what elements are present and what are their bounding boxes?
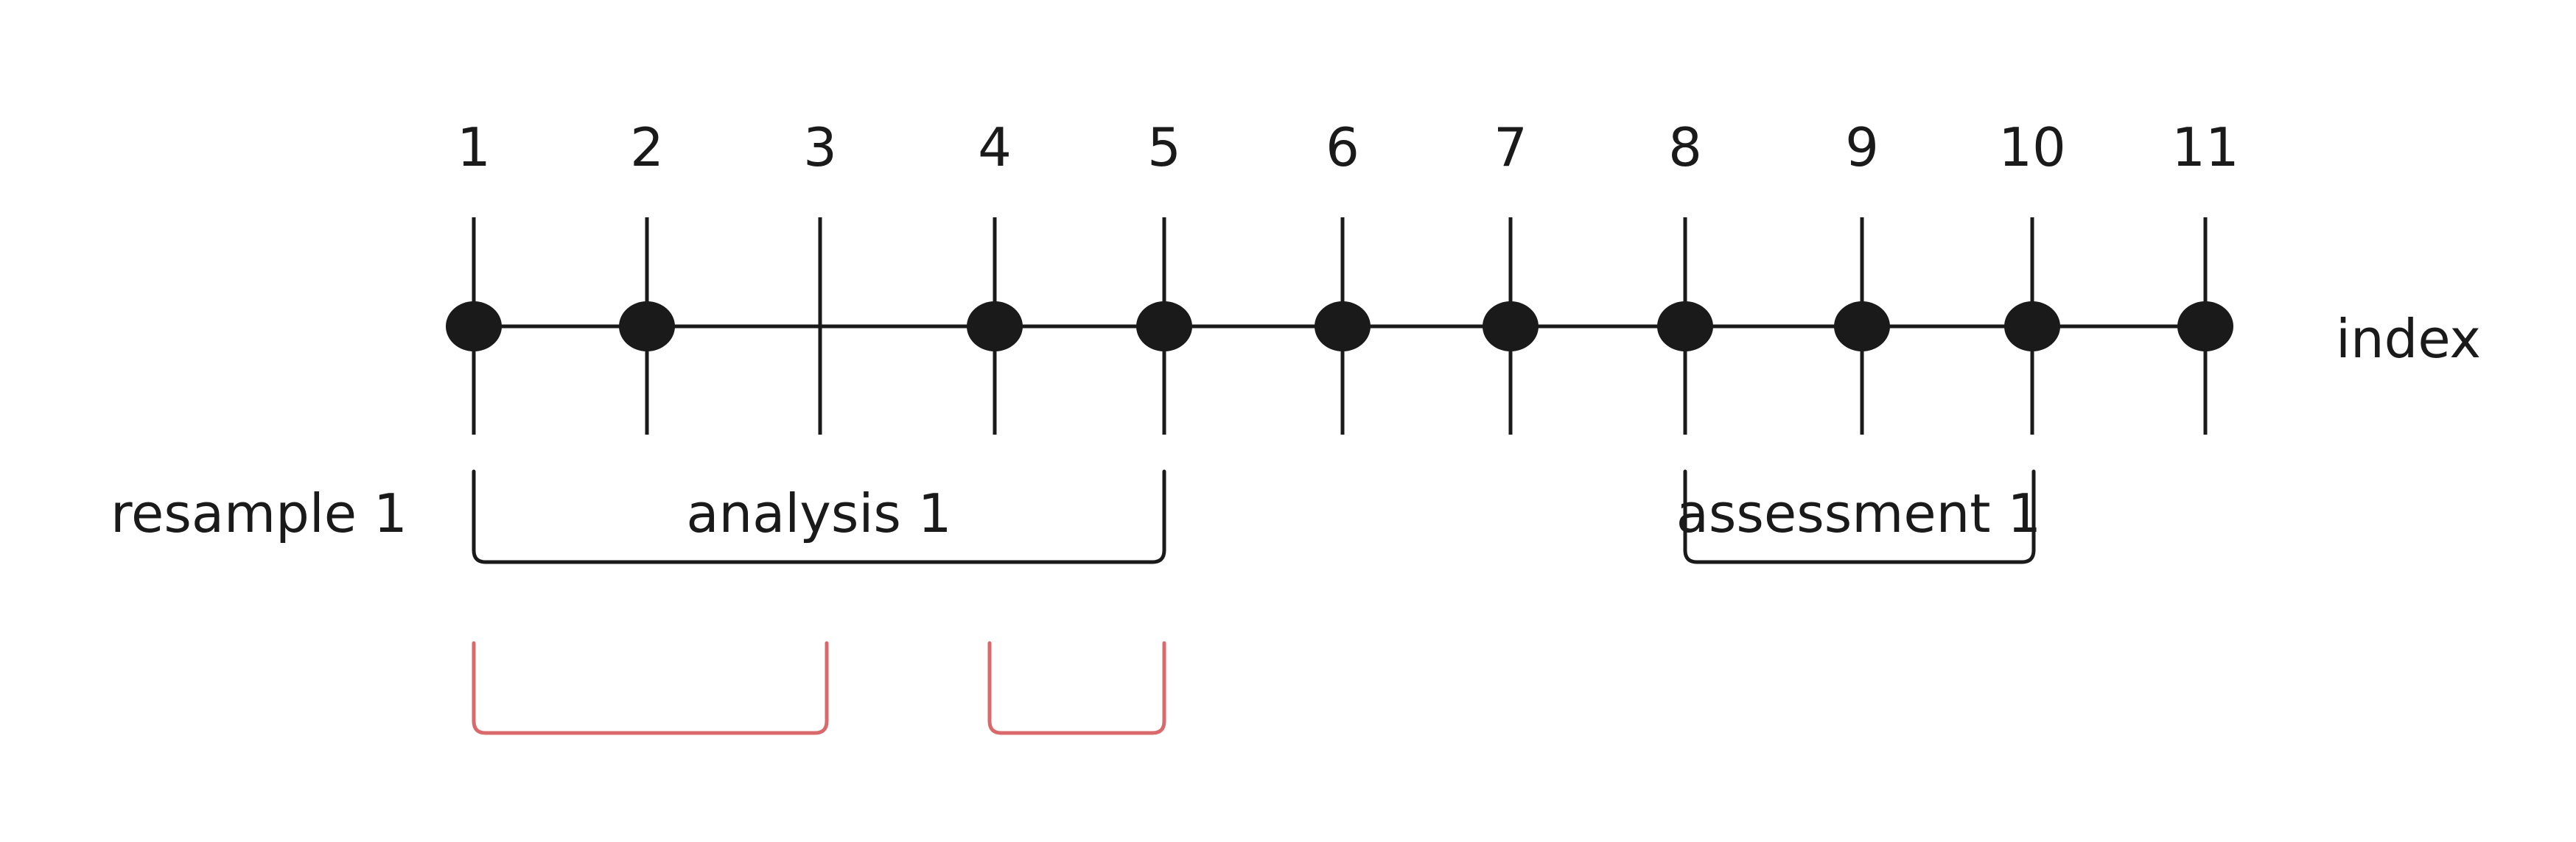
sub-bracket-1 — [472, 641, 829, 735]
tick-label-2: 2 — [630, 116, 664, 178]
tick-label-11: 11 — [2171, 116, 2239, 178]
tick-label-1: 1 — [457, 116, 491, 178]
data-point-9 — [1834, 301, 1890, 351]
tick-label-10: 10 — [1998, 116, 2066, 178]
tick-label-8: 8 — [1668, 116, 1702, 178]
data-point-7 — [1483, 301, 1539, 351]
tick-label-3: 3 — [803, 116, 837, 178]
data-points — [446, 301, 2233, 351]
data-point-5 — [1136, 301, 1192, 351]
sub-brackets — [472, 641, 1166, 735]
data-point-6 — [1315, 301, 1371, 351]
data-point-11 — [2177, 301, 2233, 351]
sub-bracket-2 — [987, 641, 1166, 735]
data-point-1 — [446, 301, 502, 351]
tick-labels: 1 2 3 4 5 6 7 8 9 10 11 — [457, 116, 2239, 178]
data-point-2 — [619, 301, 675, 351]
tick-label-4: 4 — [978, 116, 1012, 178]
tick-label-6: 6 — [1326, 116, 1359, 178]
analysis-bracket — [472, 469, 1166, 564]
tick-label-5: 5 — [1147, 116, 1181, 178]
analysis-label: analysis 1 — [686, 483, 951, 544]
data-point-4 — [967, 301, 1023, 351]
resample-label: resample 1 — [111, 483, 407, 544]
tick-label-7: 7 — [1494, 116, 1527, 178]
data-point-8 — [1657, 301, 1713, 351]
data-point-10 — [2004, 301, 2060, 351]
tick-label-9: 9 — [1845, 116, 1879, 178]
assessment-bracket — [1683, 469, 2036, 564]
index-axis-label: index — [2336, 308, 2481, 370]
assessment-label: assessment 1 — [1676, 483, 2041, 544]
